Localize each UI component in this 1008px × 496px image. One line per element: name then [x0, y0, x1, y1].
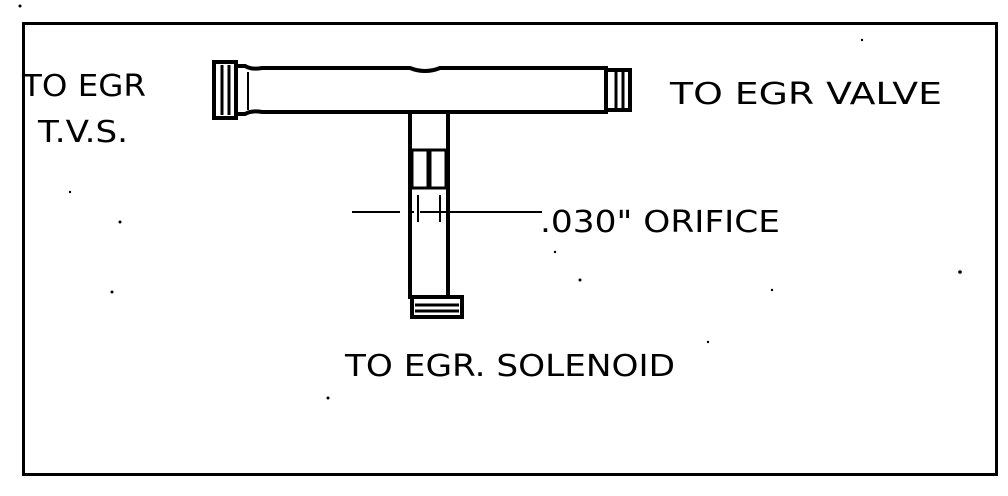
label-orifice: .030" ORIFICE: [540, 205, 780, 240]
label-to-egr-tvs-line2: T.V.S.: [37, 115, 128, 150]
diagram-border: [22, 22, 998, 476]
bottom-flange: [410, 295, 464, 319]
left-flange: [212, 60, 238, 120]
label-to-egr-solenoid: TO EGR. SOLENOID: [344, 349, 675, 384]
right-flange: [604, 68, 632, 112]
scan-specks: [18, 4, 962, 400]
horizontal-tube: [234, 64, 608, 116]
label-to-egr-tvs-line1: TO EGR: [21, 69, 146, 104]
vertical-stem: [408, 110, 450, 299]
label-to-egr-valve: TO EGR VALVE: [669, 77, 942, 112]
